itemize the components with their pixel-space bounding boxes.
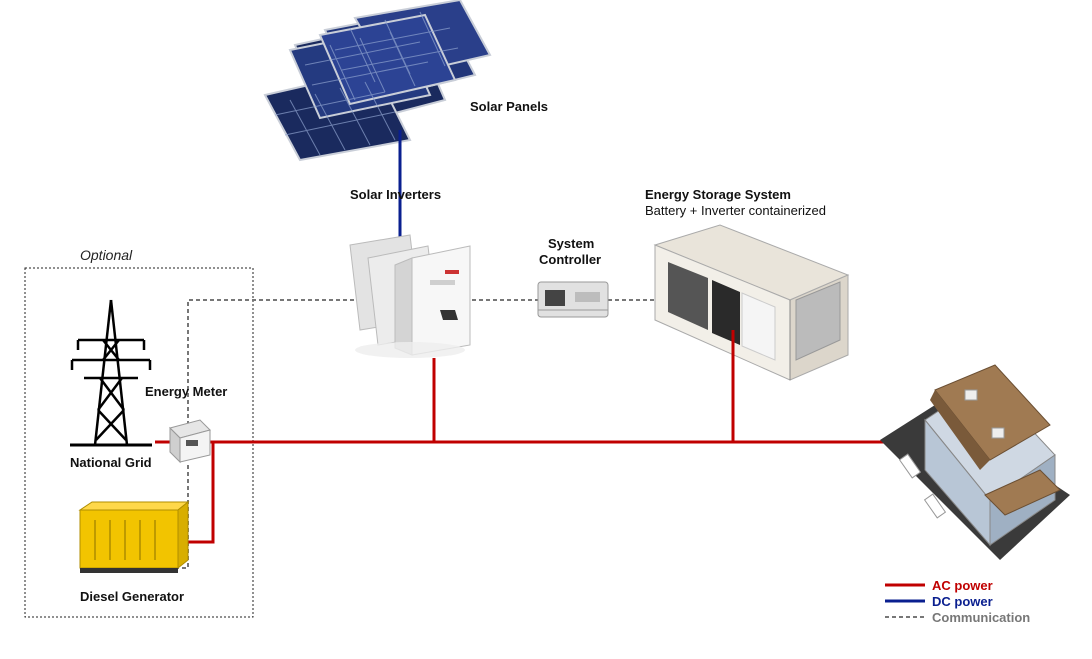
legend-dc-label: DC power: [932, 594, 993, 609]
ess-subtitle: Battery + Inverter containerized: [645, 203, 826, 218]
legend-ac-label: AC power: [932, 578, 993, 593]
national-grid-label: National Grid: [70, 455, 152, 470]
energy-meter-label: Energy Meter: [145, 384, 227, 399]
generator-icon: [78, 500, 190, 573]
optional-group-box: [24, 267, 254, 618]
pylon-icon: [70, 299, 152, 447]
solar-panels-label: Solar Panels: [470, 99, 548, 114]
solar-panel-icon: [263, 0, 492, 162]
building-icon: [880, 364, 1070, 560]
controller-icon: [537, 281, 609, 318]
inverter-icon: [349, 234, 471, 358]
optional-label: Optional: [80, 247, 133, 263]
container-icon: [653, 224, 850, 381]
solar-inverters-label: Solar Inverters: [350, 187, 441, 202]
legend-comm-label: Communication: [932, 610, 1030, 625]
diesel-generator-label: Diesel Generator: [80, 589, 184, 604]
ess-title: Energy Storage System: [645, 187, 791, 202]
legend: AC power DC power Communication: [885, 578, 1030, 625]
meter-icon: [169, 419, 211, 464]
system-controller-label-2: Controller: [539, 252, 601, 267]
comm-line-meter: [187, 299, 355, 425]
system-controller-label-1: System: [548, 236, 594, 251]
